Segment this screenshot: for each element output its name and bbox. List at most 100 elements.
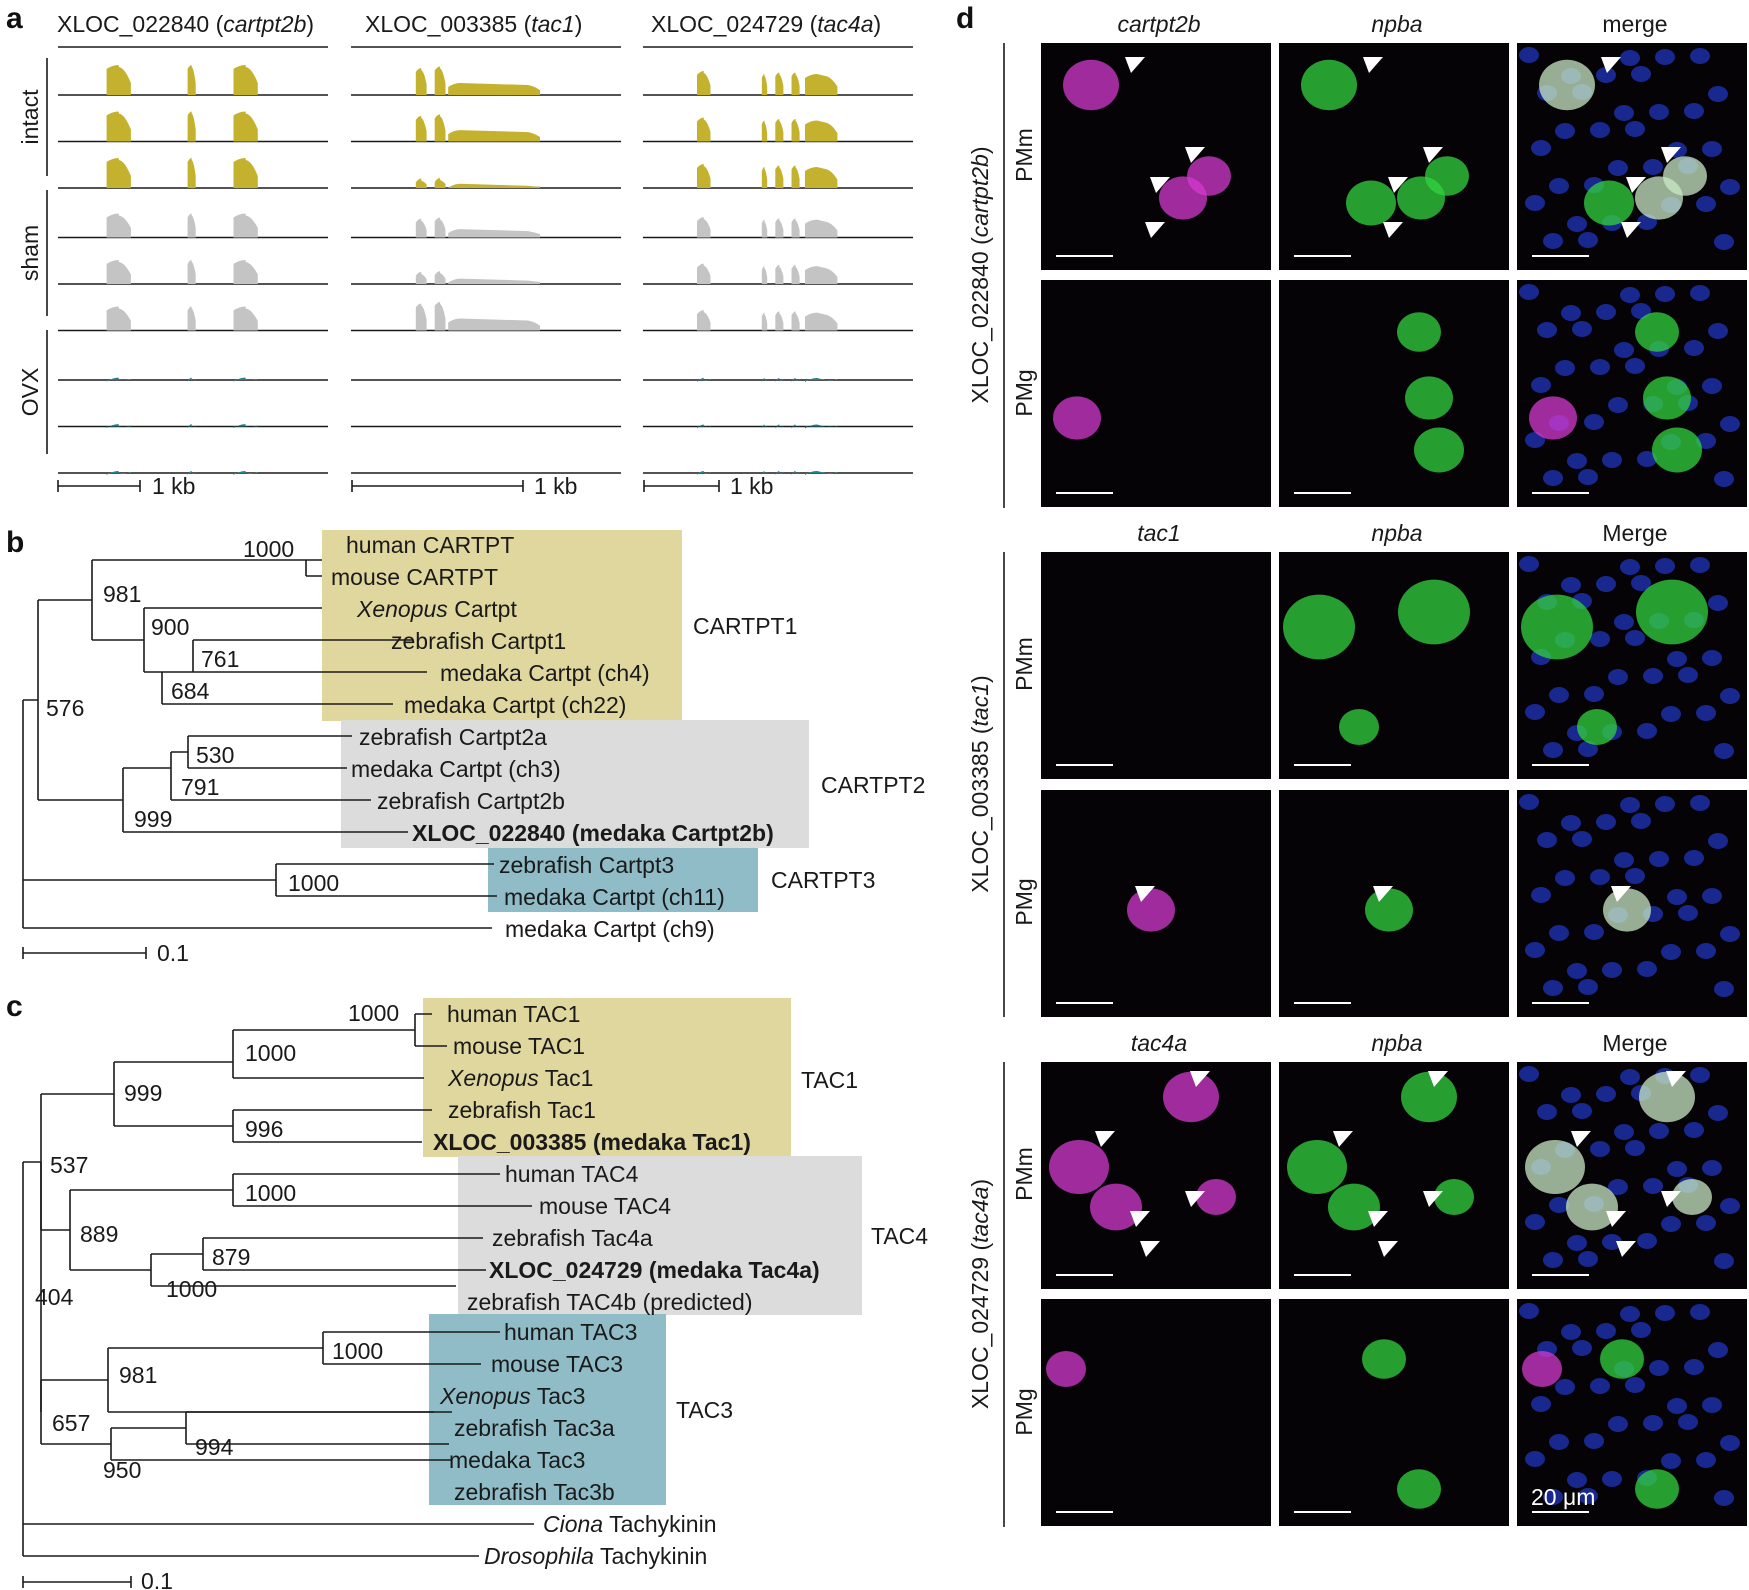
micrograph-grid (1041, 43, 1747, 1526)
micrograph-tile (1041, 280, 1271, 507)
leaf-b-12: medaka Cartpt (ch11) (504, 884, 725, 910)
nucleus (1702, 378, 1722, 394)
scale-label-1: 1 kb (152, 473, 195, 499)
nucleus (1720, 1435, 1740, 1451)
nucleus (1696, 943, 1716, 959)
micrograph-tile (1517, 552, 1747, 779)
nucleus (1531, 140, 1551, 156)
col-header-1-2: npba (1371, 11, 1422, 37)
nucleus (1590, 122, 1610, 138)
coverage-peak (791, 119, 800, 142)
micrograph-tile (1279, 1299, 1509, 1526)
bootstrap-b-3: 900 (151, 614, 189, 640)
leaf-b-9: zebrafish Cartpt2b (377, 788, 565, 814)
coverage-peak (805, 266, 838, 284)
nucleus (1702, 650, 1722, 666)
leaf-c-8: zebrafish Tac4a (492, 1225, 653, 1251)
arrowhead (1428, 1071, 1448, 1087)
arrowhead (1601, 57, 1621, 73)
coverage-peak (415, 218, 427, 238)
coverage-peak (415, 68, 427, 95)
bootstrap-c-2: 1000 (245, 1040, 296, 1066)
group-label-tac3: TAC3 (676, 1397, 733, 1423)
nucleus (1519, 284, 1539, 300)
nucleus (1649, 1123, 1669, 1139)
micrograph-background (1041, 280, 1271, 507)
labeled-cell (1301, 59, 1357, 111)
leaf-c-12: mouse TAC3 (491, 1351, 623, 1377)
coverage-peak (233, 306, 258, 331)
nucleus (1696, 1215, 1716, 1231)
coverage-peak (106, 377, 131, 382)
nucleus (1661, 706, 1681, 722)
micrograph-tile (1517, 43, 1747, 270)
nucleus (1678, 1414, 1698, 1430)
labeled-cell (1639, 1071, 1695, 1123)
panel-b: b 1000 981 900 761 (6, 526, 925, 966)
nucleus (1578, 741, 1598, 757)
nucleus (1620, 287, 1640, 303)
arrowhead (1095, 1131, 1115, 1147)
nucleus (1690, 1304, 1710, 1320)
subrow-label-3-pmm: PMm (1011, 1147, 1037, 1201)
coverage-peak (187, 424, 196, 429)
coverage-peak (761, 312, 768, 331)
nucleus (1667, 1398, 1687, 1414)
labeled-cell (1397, 312, 1441, 352)
labeled-cell (1635, 312, 1679, 352)
bootstrap-b-9: 999 (134, 806, 172, 832)
coverage-tracks (58, 65, 913, 475)
labeled-cell (1584, 180, 1634, 226)
labeled-cell (1397, 1469, 1441, 1509)
nucleus (1625, 358, 1645, 374)
bootstrap-c-10: 404 (35, 1284, 74, 1310)
group-box-cartpt1 (322, 530, 682, 721)
nucleus (1531, 377, 1551, 393)
nucleus (1684, 1122, 1704, 1138)
coverage-peak (761, 424, 768, 429)
leaf-b-11: zebrafish Cartpt3 (499, 852, 674, 878)
nucleus (1678, 667, 1698, 683)
nucleus (1567, 453, 1587, 469)
coverage-peak (775, 311, 784, 331)
leaf-c-15: medaka Tac3 (449, 1447, 585, 1473)
nucleus (1614, 105, 1634, 121)
bootstrap-c-6: 1000 (245, 1180, 296, 1206)
coverage-peak (805, 424, 838, 429)
coverage-peak (187, 377, 196, 382)
arrowhead (1150, 177, 1170, 193)
nucleus (1620, 50, 1640, 66)
labeled-cell (1425, 156, 1469, 196)
coverage-peak (187, 111, 196, 142)
nucleus (1625, 1377, 1645, 1393)
nucleus (1620, 559, 1640, 575)
nucleus (1620, 1306, 1640, 1322)
arrowhead (1140, 1241, 1160, 1257)
coverage-peak (697, 471, 711, 475)
col-header-1-3: merge (1602, 11, 1667, 37)
nucleus (1578, 1251, 1598, 1267)
leaf-c-13: Xenopus Tac3 (439, 1383, 585, 1409)
nucleus (1537, 1104, 1557, 1120)
subrow-label-3-pmg: PMg (1011, 1388, 1037, 1435)
coverage-peak (761, 471, 768, 475)
coverage-peak (775, 72, 784, 95)
bootstrap-b-8: 791 (181, 774, 219, 800)
micrograph-tile (1041, 1062, 1271, 1289)
group-box-tac4 (458, 1156, 862, 1315)
nucleus (1708, 323, 1728, 339)
nucleus (1684, 340, 1704, 356)
nucleus (1608, 1416, 1628, 1432)
labeled-cell (1521, 594, 1593, 660)
micrograph-tile (1041, 1299, 1271, 1526)
nucleus (1643, 1415, 1663, 1431)
leaf-c-7: mouse TAC4 (539, 1193, 671, 1219)
nucleus (1555, 870, 1575, 886)
arrowhead (1185, 1191, 1205, 1207)
bootstrap-b-4: 761 (201, 646, 239, 672)
block-label-2: XLOC_003385 (tac1) (967, 675, 993, 892)
panel-b-letter: b (6, 526, 24, 559)
coverage-peak (805, 312, 838, 331)
coverage-peak (791, 72, 800, 95)
nucleus (1543, 233, 1563, 249)
